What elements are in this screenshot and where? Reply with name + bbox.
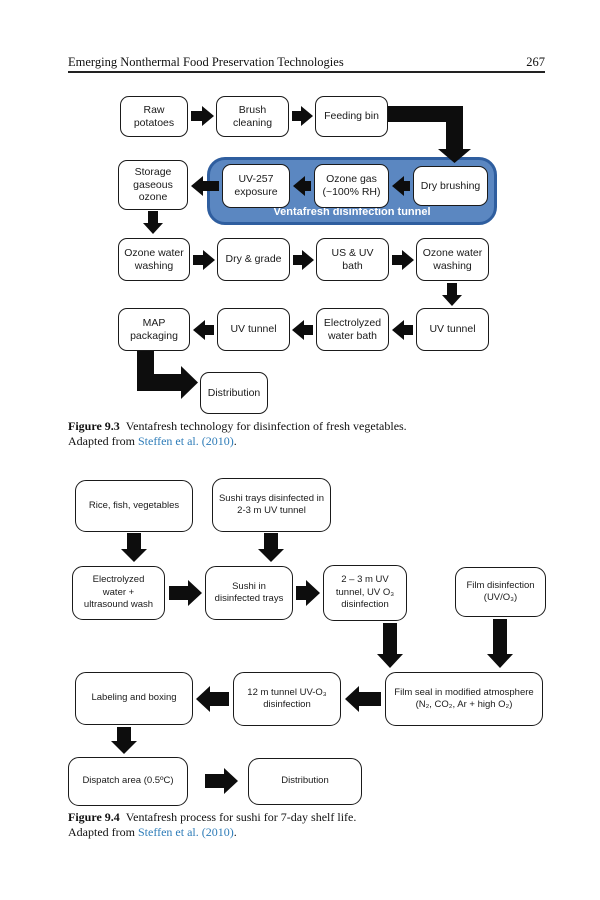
node-storage-gaseous-ozone: Storage gaseous ozone	[118, 160, 188, 210]
header-rule	[68, 71, 545, 73]
arrow-storage-down	[143, 211, 163, 234]
node-feeding-bin: Feeding bin	[315, 96, 388, 137]
node-ozone-water-washing-2: Ozone water washing	[416, 238, 489, 281]
node-map-packaging: MAP packaging	[118, 308, 190, 351]
arrow-map-elbow-head	[181, 366, 198, 399]
figure-9-3-credit-prefix: Adapted from	[68, 434, 138, 448]
figure-9-4-caption-line1: Figure 9.4 Ventafresh process for sushi f…	[68, 810, 356, 825]
figure-9-3-caption-line1: Figure 9.3 Ventafresh technology for disi…	[68, 419, 407, 434]
node-uv-tunnel-right: UV tunnel	[416, 308, 489, 351]
node-labeling-boxing: Labeling and boxing	[75, 672, 193, 725]
node-uv-tunnel-2-3m: 2 – 3 m UV tunnel, UV O₃ disinfection	[323, 565, 407, 621]
arrow-map-elbow-v	[137, 351, 154, 391]
arrow-drygrade-to-usuv	[293, 250, 314, 270]
figure-9-4-credit-prefix: Adapted from	[68, 825, 138, 839]
node-sushi-trays-disinfected: Sushi trays disinfected in 2-3 m UV tunn…	[212, 478, 331, 532]
running-header-title: Emerging Nonthermal Food Preservation Te…	[68, 55, 344, 69]
node-electrolyzed-ultrasound: Electrolyzed water + ultrasound wash	[72, 566, 165, 620]
node-dispatch-area: Dispatch area (0.5ºC)	[68, 757, 188, 806]
figure-9-3-credit-line: Adapted from Steffen et al. (2010).	[68, 434, 407, 449]
node-brush-cleaning: Brush cleaning	[216, 96, 289, 137]
figure-9-3-label: Figure 9.3	[68, 419, 120, 433]
figure-9-4-credit-suffix: .	[233, 825, 237, 839]
arrow-filmdisinfection-down	[487, 619, 513, 668]
node-12m-tunnel: 12 m tunnel UV-O₃ disinfection	[233, 672, 341, 726]
node-dry-brushing: Dry brushing	[413, 166, 488, 206]
figure-9-4-credit-line: Adapted from Steffen et al. (2010).	[68, 825, 356, 840]
node-ozone-gas: Ozone gas (~100% RH)	[314, 164, 389, 208]
arrow-trays-down	[258, 533, 284, 562]
node-rice-fish-vegetables: Rice, fish, vegetables	[75, 480, 193, 532]
arrow-labeling-down	[111, 727, 137, 754]
arrow-uvtr-to-ewb	[392, 320, 413, 340]
arrow-uvtunnel-down	[377, 623, 403, 668]
arrow-ewb-to-uvtunnel	[292, 320, 313, 340]
node-film-disinfection: Film disinfection (UV/O₃)	[455, 567, 546, 617]
node-us-uv-bath: US & UV bath	[316, 238, 389, 281]
node-film-seal: Film seal in modified atmosphere (N₂, CO…	[385, 672, 543, 726]
figure-9-4-caption-text: Ventafresh process for sushi for 7-day s…	[125, 810, 357, 824]
node-distribution-2: Distribution	[248, 758, 362, 805]
figure-9-3-caption-text: Ventafresh technology for disinfection o…	[125, 419, 407, 433]
page-number: 267	[526, 55, 545, 69]
arrow-raw-to-brush	[191, 106, 214, 126]
figure-9-4-label: Figure 9.4	[68, 810, 120, 824]
node-ozone-water-washing-1: Ozone water washing	[118, 238, 190, 281]
arrow-usuv-to-oww2	[392, 250, 414, 270]
arrow-oww2-down	[442, 283, 462, 306]
arrow-feeding-elbow-v	[446, 106, 463, 149]
arrow-uvtunnel-to-map	[193, 320, 214, 340]
figure-9-4-citation-link[interactable]: Steffen et al. (2010)	[137, 825, 234, 839]
ventafresh-tunnel-label: Ventafresh disinfection tunnel	[273, 206, 431, 218]
figure-9-3-caption: Figure 9.3 Ventafresh technology for disi…	[68, 419, 407, 449]
figure-9-4-caption: Figure 9.4 Ventafresh process for sushi f…	[68, 810, 356, 840]
arrow-electro-to-sushi	[169, 580, 202, 606]
node-uv-tunnel-left: UV tunnel	[217, 308, 290, 351]
node-dry-and-grade: Dry & grade	[217, 238, 290, 281]
arrow-map-elbow-h	[137, 374, 181, 391]
arrow-feeding-elbow-h	[388, 106, 463, 122]
arrow-seal-to-12m	[345, 686, 381, 712]
node-electrolyzed-water-bath: Electrolyzed water bath	[316, 308, 389, 351]
arrow-12m-to-labeling	[196, 686, 229, 712]
node-uv257-exposure: UV-257 exposure	[222, 164, 290, 208]
figure-9-3-citation-link[interactable]: Steffen et al. (2010)	[137, 434, 234, 448]
node-raw-potatoes: Raw potatoes	[120, 96, 188, 137]
arrow-sushi-to-uvtunnel	[296, 580, 320, 606]
arrow-brush-to-feeding	[292, 106, 313, 126]
arrow-dispatch-to-distribution	[205, 768, 238, 794]
arrow-rice-down	[121, 533, 147, 562]
node-sushi-in-trays: Sushi in disinfected trays	[205, 566, 293, 620]
node-distribution-1: Distribution	[200, 372, 268, 414]
arrow-oww1-to-drygrade	[193, 250, 215, 270]
figure-9-3-credit-suffix: .	[233, 434, 237, 448]
